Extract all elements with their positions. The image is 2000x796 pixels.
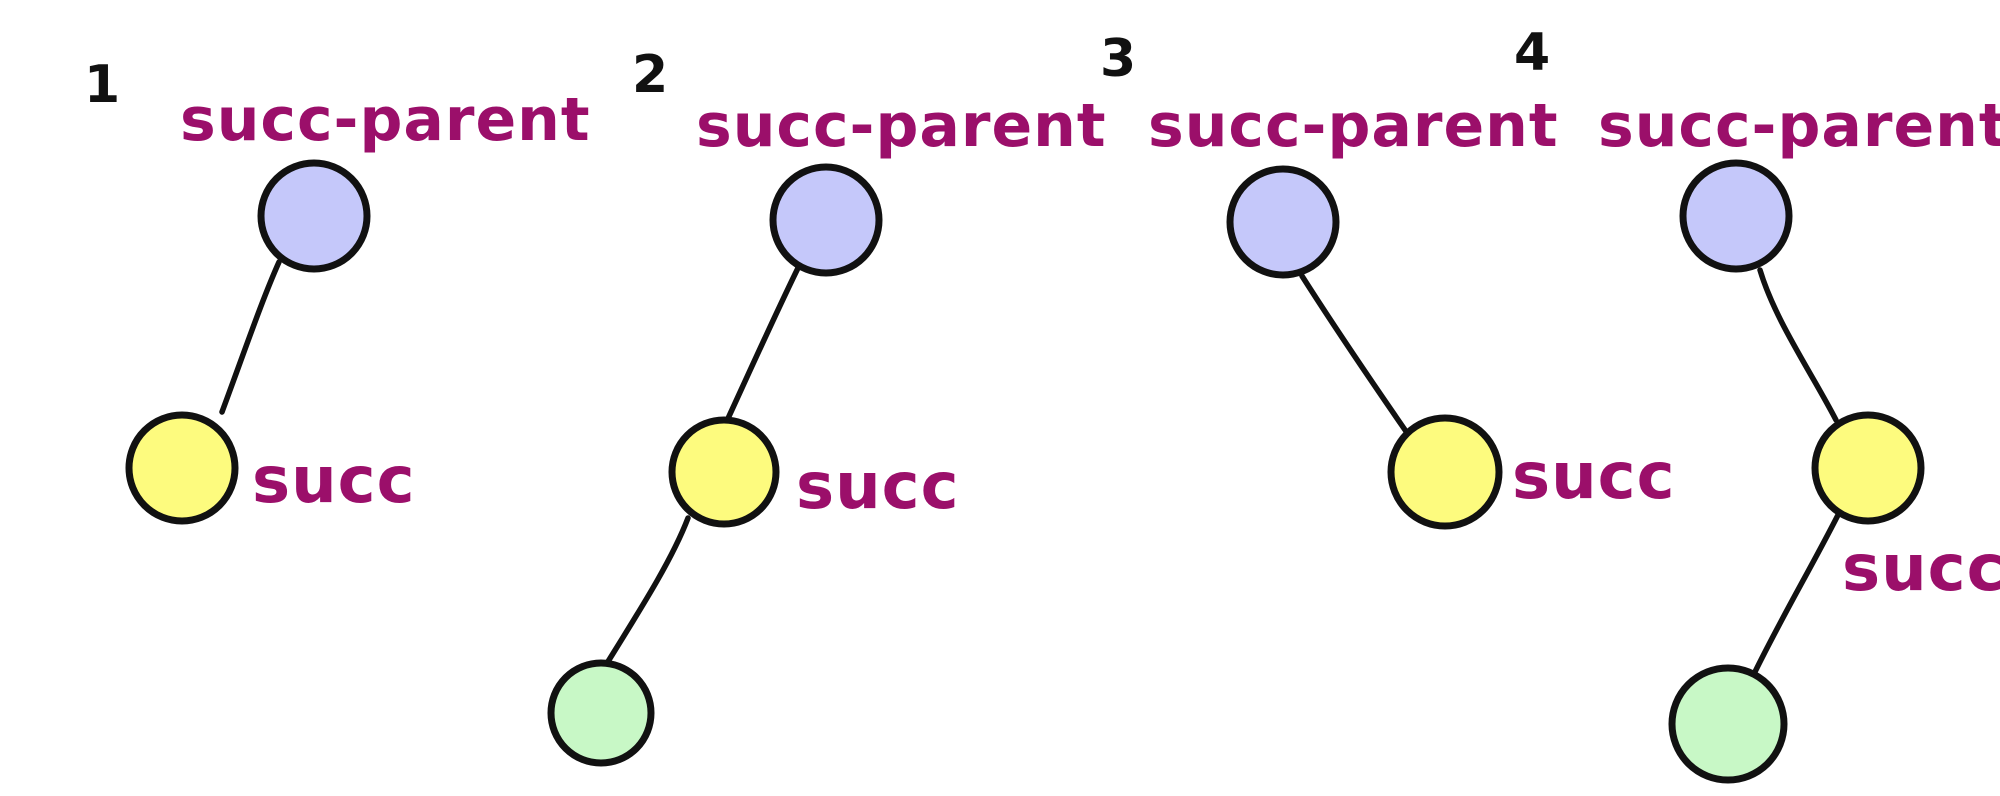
succ-parent-node [1679,159,1793,273]
succ-label: succ [796,450,960,524]
panel-2: 2 succ-parent succ [547,45,1107,767]
panel-number: 4 [1514,23,1550,83]
child-node [547,659,655,767]
panel-number: 2 [632,45,668,105]
succ-node [668,416,780,528]
tree-edge [219,259,282,415]
succ-label: succ [1842,532,2000,606]
succ-parent-label: succ-parent [696,91,1107,161]
succ-parent-node [257,159,371,273]
succ-label: succ [1512,440,1676,514]
succ-parent-label: succ-parent [1598,91,2000,161]
succ-node [1387,414,1503,530]
tree-edge [1749,512,1841,681]
succ-parent-node [769,163,883,277]
succ-parent-label: succ-parent [180,85,591,155]
tree-edge [601,515,691,671]
panel-1: 1 succ-parent succ [84,55,591,525]
succ-node [1811,411,1925,525]
tree-edge [1299,273,1415,443]
panel-4: 4 succ-parent succ [1514,23,2000,784]
succ-parent-label: succ-parent [1148,91,1559,161]
panel-3: 3 succ-parent succ [1100,29,1676,530]
succ-parent-node [1226,165,1340,279]
panel-number: 3 [1100,29,1136,89]
panel-number: 1 [84,55,120,115]
child-node [1668,664,1788,784]
succ-label: succ [252,444,416,518]
succ-node [125,411,239,525]
tree-edge [722,265,801,428]
tree-edge [1757,267,1839,423]
